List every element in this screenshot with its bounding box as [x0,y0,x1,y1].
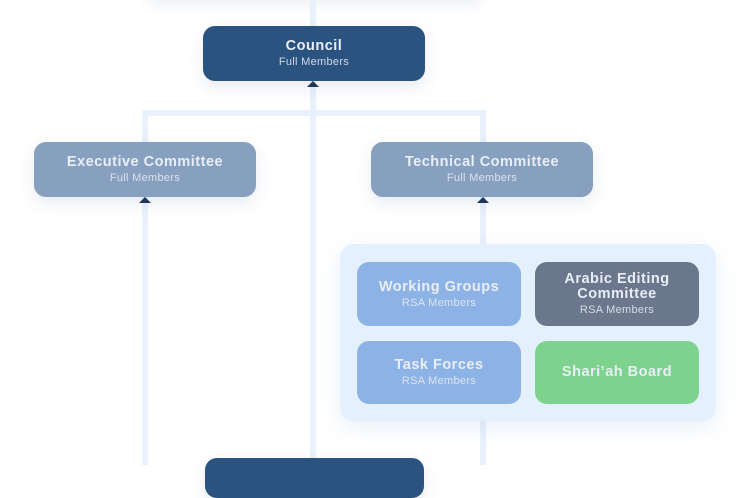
working-groups-subtitle: RSA Members [401,296,477,309]
council-title: Council [285,38,343,54]
executive-committee-subtitle: Full Members [109,172,181,184]
technical-committee-subtitle: Full Members [446,172,518,184]
task-forces-node[interactable]: Task Forces RSA Members [357,341,521,404]
council-node[interactable]: Council Full Members [203,26,425,81]
technical-committee-arrow-icon [477,197,489,203]
task-forces-subtitle: RSA Members [401,375,477,387]
arabic-editing-committee-title-line2: Committee [577,286,657,302]
executive-committee-arrow-icon [139,197,151,203]
bottom-node[interactable] [205,458,424,498]
shariah-board-title: Shari’ah Board [561,364,673,380]
arabic-editing-committee-node[interactable]: Arabic Editing Committee RSA Members [535,262,699,326]
technical-committee-node[interactable]: Technical Committee Full Members [371,142,593,197]
executive-committee-title: Executive Committee [66,154,224,170]
arabic-editing-committee-title-line1: Arabic Editing [564,271,670,287]
task-forces-title: Task Forces [394,357,484,373]
executive-committee-node[interactable]: Executive Committee Full Members [34,142,256,197]
council-arrow-icon [307,81,319,87]
connector-left-vertical [142,110,148,465]
arabic-editing-committee-subtitle: RSA Members [579,304,655,316]
connector-horizontal-bus [142,110,486,116]
connector-main-vertical [310,0,316,465]
council-subtitle: Full Members [278,56,350,68]
shariah-board-node[interactable]: Shari’ah Board [535,341,699,404]
working-groups-node[interactable]: Working Groups RSA Members [357,262,521,326]
technical-committee-title: Technical Committee [404,154,560,170]
working-groups-title: Working Groups [378,278,500,295]
